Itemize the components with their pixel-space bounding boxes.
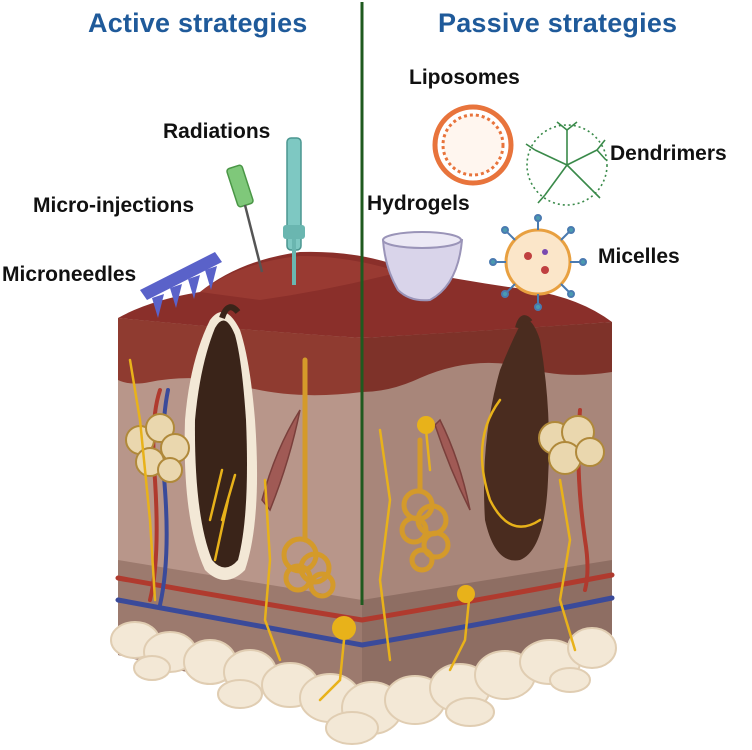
surface-highlight [200,256,400,300]
sweat-glands [281,357,451,599]
skin-block [110,251,617,745]
nerve-endings [332,416,475,640]
hydrogels-label: Hydrogels [367,192,470,215]
microneedles-label: Microneedles [2,263,137,286]
nerves [128,358,577,702]
fat-lobules [110,621,617,745]
dendrimers-label: Dendrimers [610,142,727,165]
micro-injections-label: Micro-injections [33,194,195,217]
hydrogel-icon [381,231,464,302]
radiations-label: Radiations [163,120,271,143]
liposome-icon [432,104,514,186]
hair-follicle-left [184,304,258,580]
hair-follicle-right [484,315,549,561]
micro-injection-syringe [226,164,264,273]
epidermis-side [362,322,612,392]
micelles-label: Micelles [598,245,680,268]
micelle-icon [489,214,587,311]
radiation-device [283,137,305,285]
microneedle-patch [140,252,222,318]
dendrimer-icon [525,121,608,206]
passive-strategies-heading: Passive strategies [438,8,678,38]
arrector-muscles [261,409,471,512]
liposomes-label: Liposomes [409,66,520,89]
active-strategies-heading: Active strategies [88,8,308,38]
